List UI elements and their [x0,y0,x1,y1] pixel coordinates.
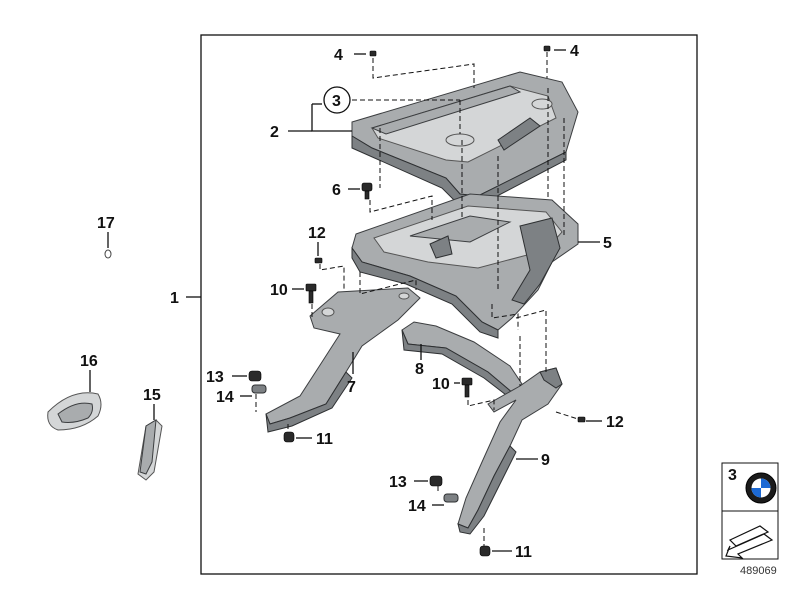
legend-box: 3 [721,462,779,560]
side-strip-part [137,419,163,481]
callout-3-circle [323,86,351,114]
left-holder-part [265,287,421,433]
clip-ring-part [104,249,112,259]
callout-8: 8 [415,361,424,378]
assembly-frame [200,34,698,575]
callout-14-right: 14 [408,498,426,515]
callout-17: 17 [97,215,115,232]
callout-11-right: 11 [515,544,532,561]
callout-16: 16 [80,353,98,370]
cover-part [401,321,523,399]
callout-5: 5 [603,235,612,252]
diagram-number: 489069 [740,565,777,577]
right-holder-part [457,367,563,535]
callout-12-left: 12 [308,225,326,242]
callout-11-left: 11 [316,431,333,448]
callout-10-right: 10 [432,376,450,393]
callout-3: 3 [332,93,341,110]
callout-12-right: 12 [606,414,624,431]
arrow-left-down-icon [725,525,774,559]
callout-2: 2 [270,124,279,141]
callout-1: 1 [170,290,179,307]
callout-13-right: 13 [389,474,407,491]
leader-lines [89,49,602,552]
callout-9: 9 [541,452,550,469]
callout-7: 7 [347,379,356,396]
callout-10-left: 10 [270,282,288,299]
callout-6: 6 [332,182,341,199]
legend-marker: 3 [728,467,737,484]
callout-14-left: 14 [216,389,234,406]
assembly-lines [255,52,579,546]
callout-4-right: 4 [570,43,579,60]
luggage-rack-part [351,71,579,207]
callout-15: 15 [143,387,161,404]
reflector-cap-part [47,392,102,431]
fasteners [248,45,586,557]
bmw-roundel-icon [745,472,777,504]
carrier-frame-part [351,193,579,339]
callout-13-left: 13 [206,369,224,386]
callout-4-left: 4 [334,47,343,64]
